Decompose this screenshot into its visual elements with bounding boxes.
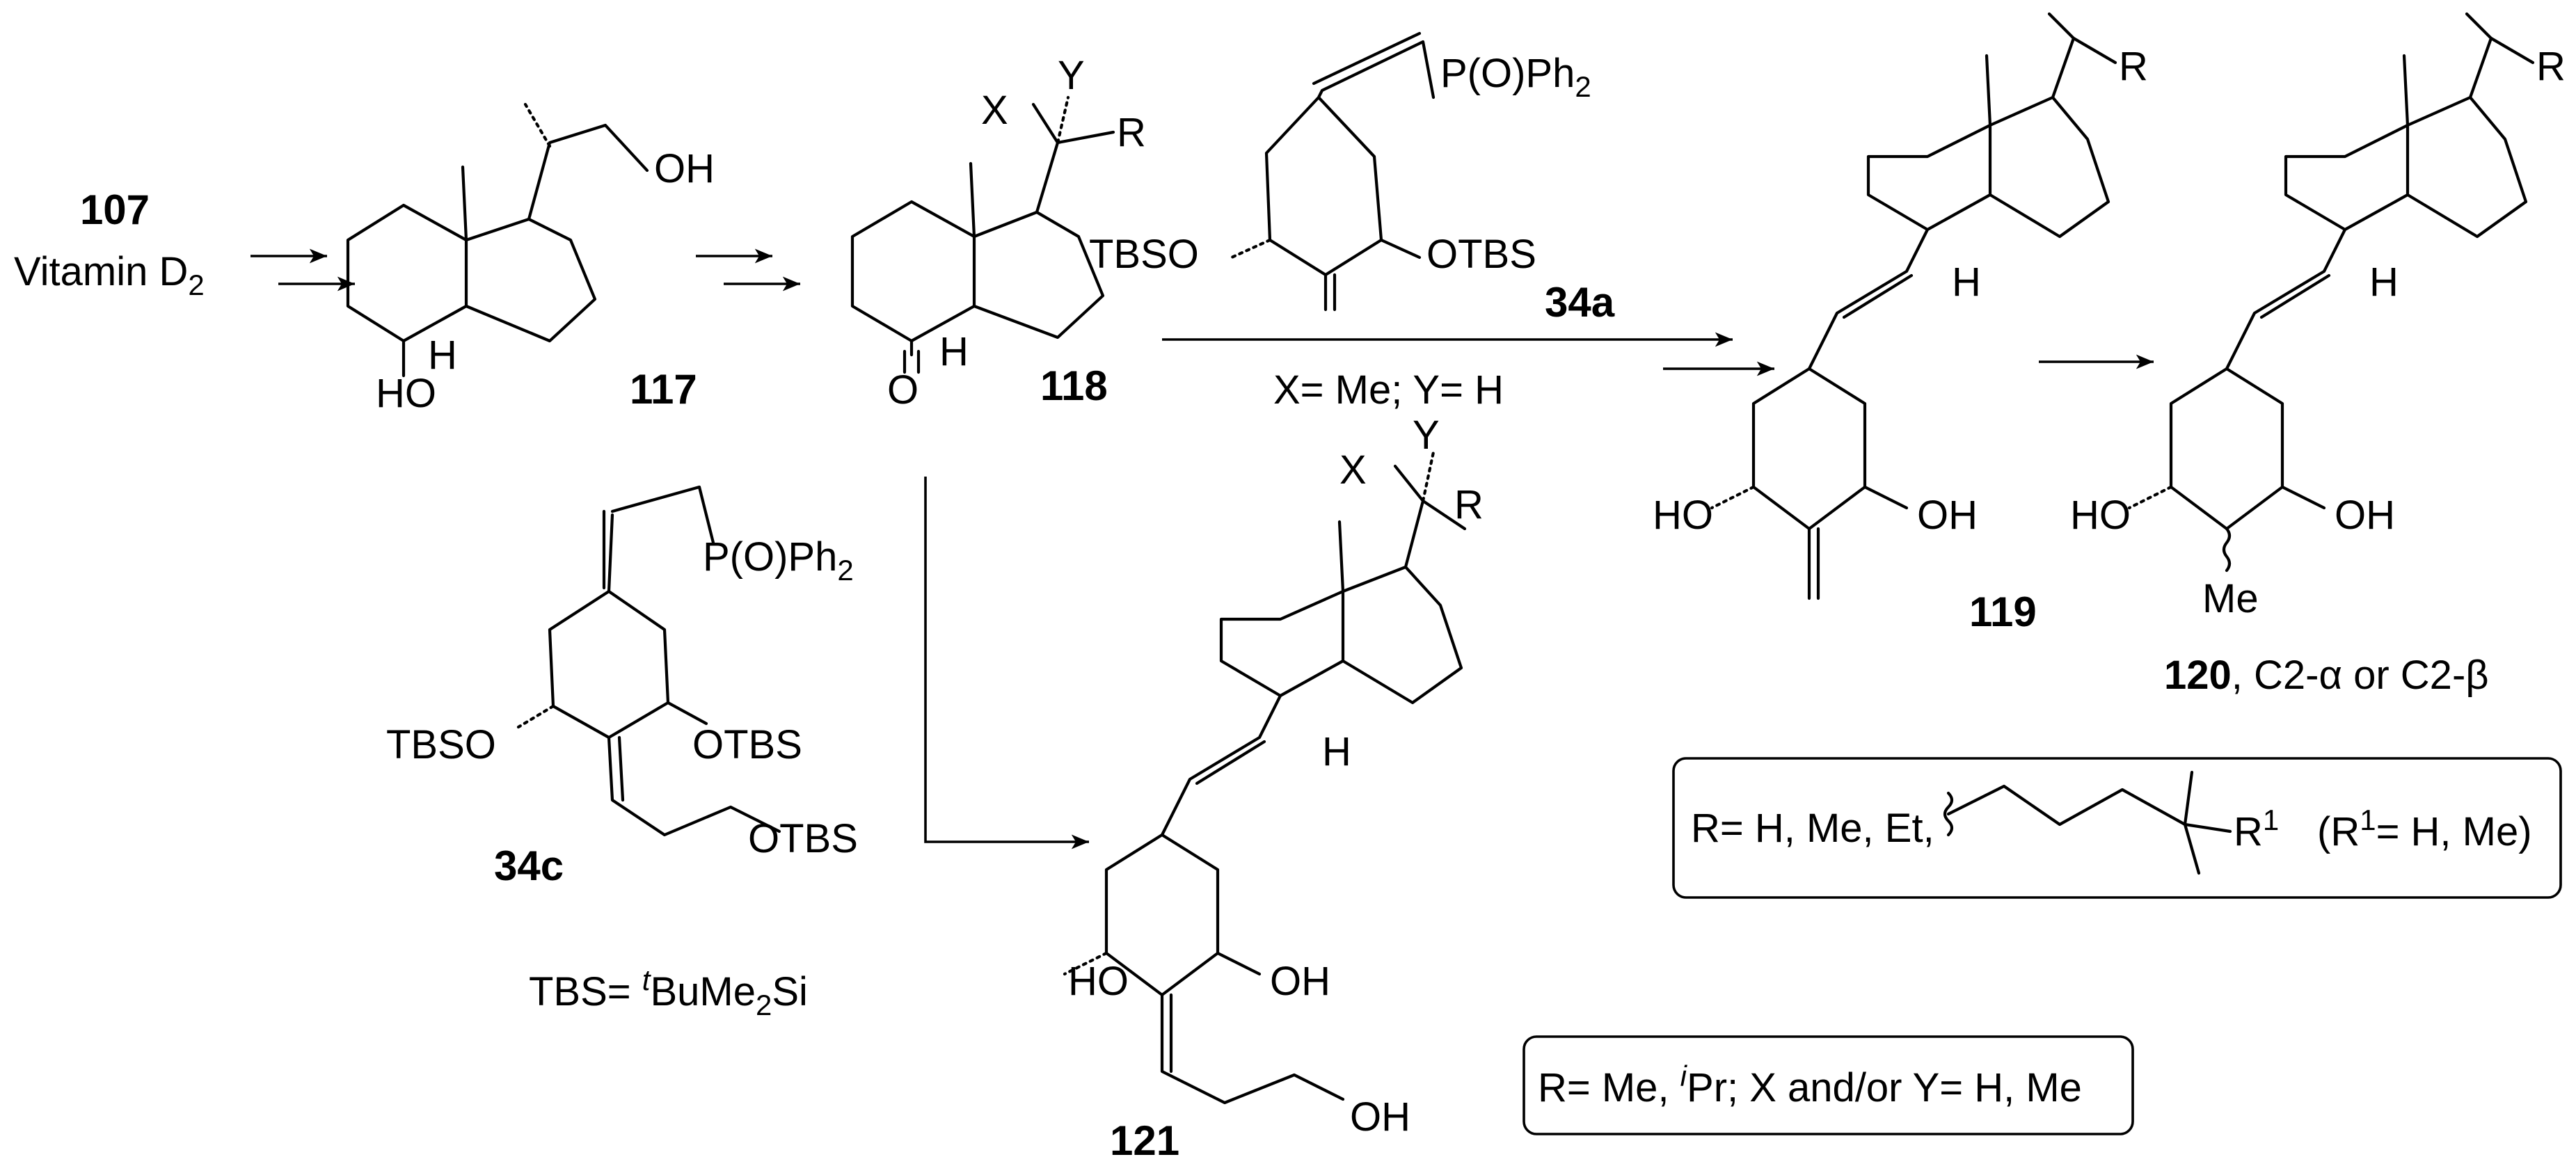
box2-suffix: Pr; X and/or Y= H, Me — [1687, 1065, 2082, 1110]
vitamin-d2-label: Vitamin D2 — [14, 249, 205, 301]
otbs-label-34c-2: OTBS — [748, 816, 858, 861]
box2-text: R= Me, iPr; X and/or Y= H, Me — [1538, 1060, 2082, 1110]
compound-117: OH H HO 117 — [346, 102, 715, 416]
compound-number-120: 120 — [2164, 653, 2232, 698]
x-label-121: X — [1339, 447, 1367, 493]
ho-label-121: HO — [1068, 959, 1129, 1004]
methyl-label-120: Me — [2202, 576, 2259, 621]
r1-definition: (R1= H, Me) — [2317, 804, 2532, 854]
compound-number-34c: 34c — [494, 843, 564, 889]
oh-label-120: OH — [2335, 493, 2395, 538]
structure-117 — [346, 123, 649, 378]
vitamin-d2-subscript: 2 — [188, 269, 204, 301]
tbs-definition-middle: BuMe — [650, 969, 756, 1014]
phosphine-oxide-text-34c: P(O)Ph — [703, 534, 837, 580]
tbso-label-34a: TBSO — [1089, 232, 1199, 277]
r1-label: R1 — [2234, 804, 2279, 854]
compound-number-121: 121 — [1110, 1117, 1179, 1164]
tbs-definition-prefix: TBS= — [529, 969, 642, 1014]
lower-route-arrow — [924, 477, 1089, 849]
r1-definition-open: (R — [2317, 809, 2360, 854]
tbs-definition-suffix: Si — [772, 969, 808, 1014]
hydrogen-label-117: H — [428, 333, 457, 378]
compound-107: 107 Vitamin D2 — [14, 186, 205, 301]
compound-number-34a: 34a — [1545, 279, 1615, 326]
oh-label-121-1: OH — [1270, 959, 1330, 1004]
y-label-118: Y — [1058, 53, 1085, 98]
multistep-arrow-1 — [251, 248, 355, 292]
tbs-definition-subscript: 2 — [756, 989, 772, 1021]
r1-definition-values: = H, Me) — [2376, 809, 2532, 854]
ho-label-120: HO — [2070, 493, 2131, 538]
compound-121: X Y R H HO OH OH 121 — [1063, 413, 1484, 1164]
vitamin-d2-name: Vitamin D — [14, 249, 188, 294]
r-label-121: R — [1454, 482, 1484, 527]
phosphine-oxide-label-34a: P(O)Ph2 — [1440, 51, 1591, 103]
phosphine-oxide-subscript-34a: 2 — [1575, 70, 1591, 103]
ho-label-119: HO — [1653, 493, 1713, 538]
r1-superscript: 1 — [2263, 804, 2279, 836]
r-label-120: R — [2536, 44, 2566, 89]
phosphine-oxide-label-34c: P(O)Ph2 — [703, 534, 854, 586]
multistep-arrow-2 — [696, 248, 800, 292]
side-chain-structure — [1943, 784, 2187, 837]
compound-120-stereo-note: , C2-α or C2-β — [2232, 653, 2489, 698]
compound-number-119: 119 — [1969, 589, 2037, 635]
hydrogen-label-121: H — [1322, 729, 1351, 774]
tbso-label-34c: TBSO — [386, 722, 496, 767]
structure-120 — [2169, 36, 2535, 531]
structure-34a — [1264, 40, 1436, 312]
compound-119: R H HO OH 119 — [1653, 12, 2148, 635]
otbs-label-34a: OTBS — [1426, 232, 1536, 277]
compound-118: X Y R H O 118 — [850, 53, 1146, 413]
ho-label-117: HO — [376, 371, 436, 416]
box2-superscript: i — [1680, 1060, 1688, 1092]
oh-label-119: OH — [1917, 493, 1978, 538]
phosphine-oxide-text-34a: P(O)Ph — [1440, 51, 1575, 96]
r1-symbol: R — [2234, 809, 2263, 854]
structure-118 — [850, 130, 1115, 357]
y-label-121: Y — [1413, 413, 1440, 458]
structure-121 — [1104, 499, 1467, 1105]
structure-34c — [548, 485, 781, 837]
tbs-definition: TBS= tBuMe2Si — [529, 964, 808, 1021]
hydrogen-label-119: H — [1952, 260, 1981, 305]
oh-label-121-2: OH — [1350, 1094, 1410, 1140]
substituent-box-2: R= Me, iPr; X and/or Y= H, Me — [1522, 1035, 2134, 1135]
reaction-conditions-xy: X= Me; Y= H — [1273, 367, 1504, 413]
hydrogen-label-118: H — [939, 329, 969, 374]
r-label-118: R — [1117, 110, 1146, 155]
hydrogen-label-120: H — [2369, 260, 2399, 305]
r-label-119: R — [2119, 44, 2148, 89]
phosphine-oxide-subscript-34c: 2 — [837, 554, 853, 586]
compound-number-117: 117 — [630, 366, 697, 413]
reagent-34a: P(O)Ph2 TBSO OTBS 34a — [1089, 31, 1615, 326]
reagent-34c: P(O)Ph2 TBSO OTBS OTBS 34c — [386, 485, 858, 889]
r1-definition-superscript: 1 — [2360, 804, 2376, 836]
hydroxyl-label-117: OH — [654, 146, 715, 191]
compound-number-107: 107 — [80, 186, 150, 233]
compound-120-label: 120, C2-α or C2-β — [2164, 653, 2489, 698]
x-label-118: X — [981, 88, 1008, 133]
box2-prefix: R= Me, — [1538, 1065, 1680, 1110]
otbs-label-34c-1: OTBS — [692, 722, 802, 767]
tbs-definition-superscript: t — [642, 964, 652, 996]
substituent-box-1: R= H, Me, Et, R1 (R1= H, Me) — [1672, 757, 2562, 899]
ketone-oxygen-label-118: O — [887, 367, 919, 413]
compound-120: R H HO OH Me 120, C2-α or C2-β — [2070, 12, 2566, 698]
box1-prefix: R= H, Me, Et, — [1691, 806, 1934, 851]
compound-number-118: 118 — [1040, 362, 1108, 409]
